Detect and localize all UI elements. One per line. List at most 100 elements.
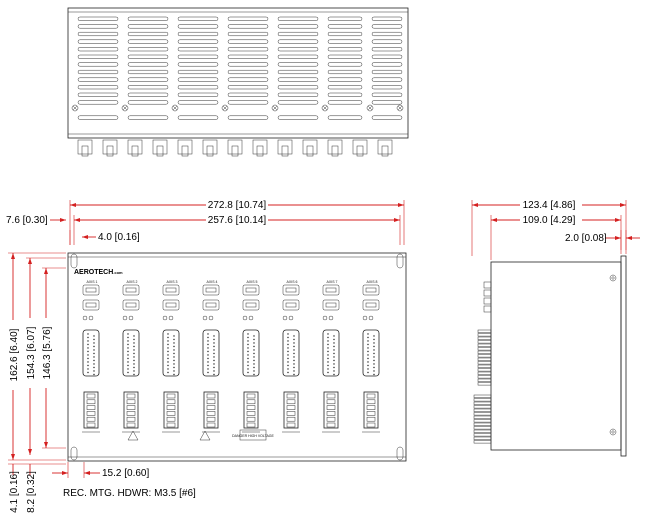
db25-connector [202,329,220,377]
cooling-fin-slot [277,100,319,105]
cooling-fin-slot [227,100,269,105]
connector-profile [327,139,343,155]
cooling-fin-slot [227,85,269,90]
port-bottom [162,299,180,311]
cooling-fin-slot [177,85,219,90]
cooling-fin-slot [77,47,119,52]
high-voltage-label [239,429,267,441]
screw-icon [171,104,179,112]
cooling-fin-slot [127,54,169,59]
cooling-fin-slot [227,77,269,82]
port-top [162,284,180,296]
port-bottom [362,299,380,311]
axis-module: AXIS 4 [202,280,220,433]
cooling-fin-slot [127,16,169,21]
cooling-fin-slot [327,92,363,97]
side-view [473,255,627,457]
cooling-fin-slot [127,77,169,82]
cooling-fin-slot [227,54,269,59]
axis-module: AXIS 1 [82,280,100,433]
cooling-fin-slot [177,24,219,29]
cooling-fin-slot [371,62,403,67]
db25-connector [82,329,100,377]
axis-label: AXIS 1 [87,280,98,284]
connector-profile [252,139,268,155]
cooling-fin-slot [177,31,219,37]
cooling-fin-slot [127,69,169,75]
side-connector [483,281,492,289]
terminal-block [123,391,139,429]
dim-side-depth: 123.4 [4.86] [523,200,576,211]
cooling-fin-slot [227,115,269,120]
axis-module: AXIS 8 [362,280,380,433]
front-view: AEROTECH.com AXIS 1 AXIS 2 AXIS 3 AXIS 4 AXI… [67,252,407,462]
cooling-fin-slot [277,54,319,59]
screw-icon [321,104,329,112]
connector-profile [177,139,193,155]
axis-label: AXIS 5 [247,280,258,284]
cooling-fin-slot [371,100,403,105]
screw-icon [271,104,279,112]
cooling-fin-slot [277,85,319,90]
high-voltage-text: DANGER HIGH VOLTAGE [232,434,274,438]
db25-connector [242,329,260,377]
cooling-fin-slot [177,69,219,75]
port-top [82,284,100,296]
port-top [242,284,260,296]
cooling-fin-slot [371,115,403,120]
cooling-fin-slot [371,31,403,37]
connector-profile [302,139,318,155]
axis-label: AXIS 4 [207,280,218,284]
terminal-block [83,391,99,429]
cooling-fin-slot [277,39,319,44]
connector-profile [227,139,243,155]
dim-height-3: 146.3 [5.76] [42,326,53,379]
connector-profile [77,139,93,155]
terminal-block [363,391,379,429]
cooling-fin-slot [177,54,219,59]
cooling-fin-slot [77,31,119,37]
axis-label: AXIS 6 [287,280,298,284]
cooling-fin-slot [127,85,169,90]
cooling-fin-slot [327,77,363,82]
cooling-fin-slot [277,92,319,97]
dim-height-2: 154.3 [6.07] [26,326,37,379]
side-connector [483,289,492,297]
connector-profile [102,139,118,155]
axis-label: AXIS 7 [327,280,338,284]
axis-module: AXIS 5 [242,280,260,433]
cooling-fin-slot [371,77,403,82]
connector-profile [152,139,168,155]
axis-module: AXIS 3 [162,280,180,433]
brand-logo: AEROTECH.com [74,269,123,276]
cooling-fin-slot [227,69,269,75]
terminal-block [283,391,299,429]
cooling-fin-slot [371,47,403,52]
terminal-block [203,391,219,429]
dim-mounting-width: 257.6 [10.14] [208,215,267,226]
port-top [202,284,220,296]
axis-module: AXIS 7 [322,280,340,433]
connector-profile [127,139,143,155]
cooling-fin-slot [77,115,119,120]
cooling-fin-slot [77,92,119,97]
cooling-fin-slot [371,39,403,44]
cooling-fin-slot [327,24,363,29]
port-bottom [242,299,260,311]
dim-left-offset: 7.6 [0.30] [6,215,48,226]
axis-label: AXIS 8 [367,280,378,284]
cooling-fin-slot [127,100,169,105]
axis-module: AXIS 2 [122,280,140,433]
port-top [282,284,300,296]
screw-icon [396,104,404,112]
screw-icon [71,104,79,112]
cooling-fin-slot [77,16,119,21]
axis-label: AXIS 2 [127,280,138,284]
dim-overall-width: 272.8 [10.74] [208,200,267,211]
warning-icon [199,430,211,441]
cooling-fin-slot [227,31,269,37]
cooling-fin-slot [327,100,363,105]
connector-profile [352,139,368,155]
cooling-fin-slot [177,62,219,67]
port-top [362,284,380,296]
